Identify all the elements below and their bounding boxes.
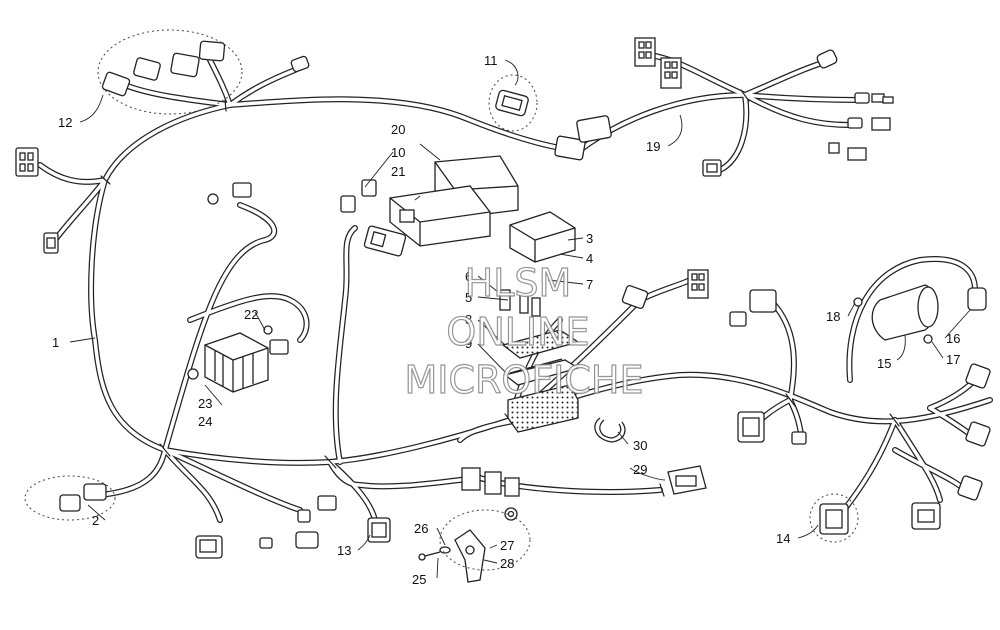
callout-27[interactable]: 27 <box>500 538 514 553</box>
ecu-module <box>389 155 519 247</box>
callout-28[interactable]: 28 <box>500 556 514 571</box>
leader-lines <box>69 59 971 579</box>
connectors-top-right <box>634 37 894 177</box>
connector-group-12 <box>101 40 310 97</box>
callout-10[interactable]: 10 <box>391 145 405 160</box>
watermark-line-3: MICROFICHE <box>404 358 643 402</box>
connectors-center-top <box>207 179 407 355</box>
group-outline-11 <box>488 74 538 132</box>
callout-4[interactable]: 4 <box>586 251 593 266</box>
group-outlines <box>24 29 859 571</box>
callout-26[interactable]: 26 <box>414 521 428 536</box>
callout-18[interactable]: 18 <box>826 309 840 324</box>
group-outline-12 <box>97 29 243 115</box>
callout-23[interactable]: 23 <box>198 396 212 411</box>
callout-19[interactable]: 19 <box>646 139 660 154</box>
ignition-coil <box>853 284 987 344</box>
callout-29[interactable]: 29 <box>633 462 647 477</box>
callout-9[interactable]: 9 <box>465 336 472 351</box>
group-outline-14 <box>809 493 859 543</box>
voltage-regulator <box>187 325 273 393</box>
callout-5[interactable]: 5 <box>465 290 472 305</box>
watermark: HLSM ONLINE MICROFICHE <box>404 260 644 402</box>
callout-2[interactable]: 2 <box>92 513 99 528</box>
group-outline-2 <box>24 475 116 521</box>
sensor-assembly <box>418 507 518 583</box>
callout-6[interactable]: 6 <box>465 269 472 284</box>
callout-30[interactable]: 30 <box>633 438 647 453</box>
callout-16[interactable]: 16 <box>946 331 960 346</box>
callout-17[interactable]: 17 <box>946 352 960 367</box>
connectors-right <box>621 269 991 535</box>
watermark-line-1: HLSM <box>465 261 572 305</box>
connector-13 <box>367 517 391 543</box>
callout-13[interactable]: 13 <box>337 543 351 558</box>
callout-15[interactable]: 15 <box>877 356 891 371</box>
harness-connectors <box>15 37 991 583</box>
ring-clip-30 <box>594 417 626 443</box>
callout-22[interactable]: 22 <box>244 307 258 322</box>
callout-7[interactable]: 7 <box>586 277 593 292</box>
relay-3 <box>509 211 576 263</box>
callout-1[interactable]: 1 <box>52 335 59 350</box>
callout-20[interactable]: 20 <box>391 122 405 137</box>
callout-12[interactable]: 12 <box>58 115 72 130</box>
connectors-bottom-left <box>59 483 337 559</box>
callout-3[interactable]: 3 <box>586 231 593 246</box>
callout-21[interactable]: 21 <box>391 164 405 179</box>
callout-14[interactable]: 14 <box>776 531 790 546</box>
callout-24[interactable]: 24 <box>198 414 212 429</box>
connector-29 <box>461 465 707 497</box>
callout-labels: 1 2 3 4 5 6 7 8 9 10 11 12 13 14 15 16 1… <box>52 53 960 587</box>
watermark-line-2: ONLINE <box>446 310 589 354</box>
callout-25[interactable]: 25 <box>412 572 426 587</box>
connector-11 <box>495 89 612 161</box>
connector-left-top <box>15 147 39 177</box>
callout-11[interactable]: 11 <box>484 53 498 68</box>
connector-left-mid <box>43 232 59 254</box>
callout-8[interactable]: 8 <box>465 312 472 327</box>
group-outline-sensor <box>439 509 531 571</box>
